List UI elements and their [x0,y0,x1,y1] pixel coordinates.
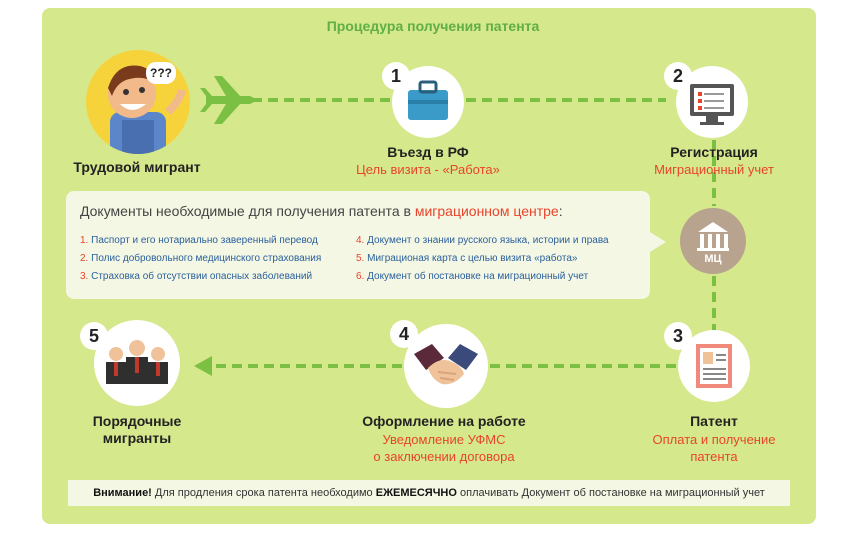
migrant-label: Трудовой мигрант [52,159,222,176]
step1-badge: 1 [382,62,410,90]
speech-bubble: ??? [146,62,176,84]
step5-label-line2: мигранты [62,430,212,447]
documents-box: Документы необходимые для получения пате… [66,191,650,299]
migration-center-label: МЦ [680,253,746,265]
documents-pointer [650,232,666,252]
document-item: 2. Полис добровольного медицинского стра… [80,253,321,264]
step2-sub: Миграционный учет [636,161,792,178]
step4-sub-line2: о заключении договора [334,448,554,465]
airplane-icon [200,76,258,124]
step5-label-line1: Порядочные [62,413,212,430]
step2-label: Регистрация [636,144,792,161]
documents-heading: Документы необходимые для получения пате… [80,203,563,219]
step3-label: Патент [636,413,792,430]
arrow-head-left [194,356,212,376]
step5-badge: 5 [80,322,108,350]
document-item: 6. Документ об постановке на миграционны… [356,271,588,282]
step1-sub: Цель визита - «Работа» [318,161,538,178]
step4-badge: 4 [390,320,418,348]
document-item: 1. Паспорт и его нотариально заверенный … [80,235,318,246]
warning-bar: Внимание! Для продления срока патента не… [68,480,790,506]
step4-sub-line1: Уведомление УФМС [334,431,554,448]
step2-badge: 2 [664,62,692,90]
step3-sub-line2: патента [626,448,802,465]
step4-label: Оформление на работе [334,413,554,430]
document-item: 5. Миграционая карта с целью визита «раб… [356,253,577,264]
step1-label: Въезд в РФ [328,144,528,161]
migration-center-circle: МЦ [680,208,746,274]
step3-sub-line1: Оплата и получение [626,431,802,448]
document-item: 3. Страховка об отсутствии опасных забол… [80,271,312,282]
document-item: 4. Документ о знании русского языка, ист… [356,235,609,246]
step3-badge: 3 [664,322,692,350]
